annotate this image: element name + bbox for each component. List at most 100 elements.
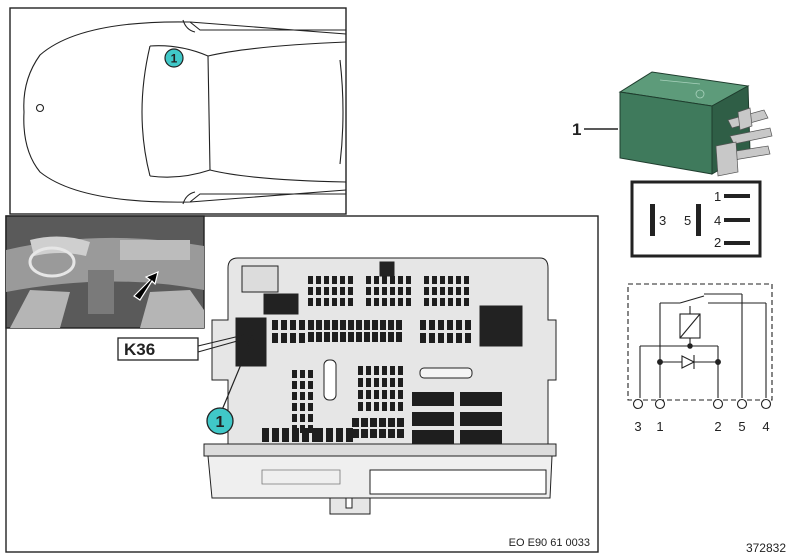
callout-marker-top: 1 xyxy=(164,48,184,68)
fuse-slot xyxy=(340,276,345,284)
fuse-slot xyxy=(374,287,379,295)
fuse-slot xyxy=(432,287,437,295)
fuse-slot xyxy=(398,276,403,284)
schematic-terminal-labels: 3 1 2 5 4 xyxy=(634,419,769,434)
fuse-slot xyxy=(388,429,395,438)
fuse-slot xyxy=(464,298,469,306)
callout-marker-top-label: 1 xyxy=(171,52,178,66)
doc-code: EO E90 61 0033 xyxy=(509,537,590,549)
fuse-slot xyxy=(382,366,387,375)
fuse-slot xyxy=(299,320,305,330)
fuse-slot xyxy=(324,287,329,295)
fuse-slot xyxy=(366,378,371,387)
fuse-slot xyxy=(398,378,403,387)
fuse-slot xyxy=(340,298,345,306)
fuse-slot xyxy=(448,298,453,306)
fuse-slot xyxy=(292,392,297,400)
fuse-slot xyxy=(390,298,395,306)
fuse-slot xyxy=(332,320,338,330)
fuse-grid xyxy=(262,276,502,444)
fuse-slot xyxy=(262,428,269,442)
fuse-slot xyxy=(312,428,319,442)
fuse-slot xyxy=(324,320,330,330)
fuse-slot xyxy=(361,418,368,427)
relay-pins xyxy=(715,107,773,177)
fuse-slot xyxy=(316,287,321,295)
fuse-slot xyxy=(316,332,322,342)
fuse-slot xyxy=(396,320,402,330)
fuse-slot xyxy=(302,428,309,442)
terminal-1: 1 xyxy=(656,419,663,434)
fuse-slot xyxy=(388,332,394,342)
fuse-slot xyxy=(370,418,377,427)
fuse-slot xyxy=(420,333,426,343)
car-outline xyxy=(23,19,347,205)
fuse-slot xyxy=(374,276,379,284)
fuse-slot xyxy=(272,428,279,442)
fuse-slot xyxy=(272,333,278,343)
fuse-slot xyxy=(340,320,346,330)
relay-block xyxy=(412,430,454,444)
relay-block xyxy=(460,392,502,406)
fuse-slot xyxy=(348,276,353,284)
fuse-slot xyxy=(358,390,363,399)
fuse-slot xyxy=(332,298,337,306)
fuse-slot xyxy=(332,287,337,295)
fuse-slot xyxy=(382,390,387,399)
fuse-slot xyxy=(316,320,322,330)
fuse-slot xyxy=(398,298,403,306)
relay-block xyxy=(412,412,454,426)
fuse-slot xyxy=(424,287,429,295)
fuse-slot xyxy=(292,403,297,411)
fuse-slot xyxy=(272,320,278,330)
fuse-slot xyxy=(390,378,395,387)
fuse-slot xyxy=(332,332,338,342)
fuse-slot xyxy=(382,276,387,284)
fuse-slot xyxy=(366,298,371,306)
fuse-slot xyxy=(432,276,437,284)
fuse-slot xyxy=(397,429,404,438)
fuse-slot xyxy=(358,402,363,411)
face-pin-5: 5 xyxy=(684,213,691,228)
relay-pin-face: 3 5 1 4 2 xyxy=(630,180,762,258)
fuse-slot xyxy=(366,402,371,411)
fuse-slot xyxy=(448,276,453,284)
car-panel-frame xyxy=(9,7,347,215)
fuse-slot xyxy=(382,298,387,306)
fuse-slot xyxy=(382,402,387,411)
fuse-slot xyxy=(398,390,403,399)
fuse-slot xyxy=(316,428,323,442)
fuse-slot xyxy=(374,390,379,399)
fuse-slot xyxy=(390,276,395,284)
callout-marker-fuse: 1 xyxy=(206,334,256,435)
fuse-slot xyxy=(382,287,387,295)
fuse-slot xyxy=(299,333,305,343)
relay-schematic xyxy=(627,283,773,410)
fuse-slot xyxy=(316,276,321,284)
terminal-4: 4 xyxy=(762,419,769,434)
relay-block xyxy=(412,392,454,406)
fuse-slot xyxy=(300,370,305,378)
fuse-slot xyxy=(406,276,411,284)
fuse-slot xyxy=(448,287,453,295)
fuse-slot xyxy=(358,366,363,375)
fuse-slot xyxy=(379,418,386,427)
fuse-slot xyxy=(282,428,289,442)
fuse-slot xyxy=(352,429,359,438)
relay-part-illustration: 1 xyxy=(572,71,773,177)
relay-block xyxy=(460,430,502,444)
fuse-slot xyxy=(406,287,411,295)
terminal-5: 5 xyxy=(738,419,745,434)
fuse-slot xyxy=(406,298,411,306)
fuse-slot xyxy=(440,298,445,306)
fuse-slot xyxy=(308,392,313,400)
fuse-slot xyxy=(390,390,395,399)
fuse-slot xyxy=(292,370,297,378)
fuse-slot xyxy=(374,298,379,306)
interior-photo-inset xyxy=(5,215,205,329)
fuse-slot xyxy=(372,332,378,342)
relay-block xyxy=(460,412,502,426)
face-pin-2: 2 xyxy=(714,235,721,250)
face-pin-3: 3 xyxy=(659,213,666,228)
